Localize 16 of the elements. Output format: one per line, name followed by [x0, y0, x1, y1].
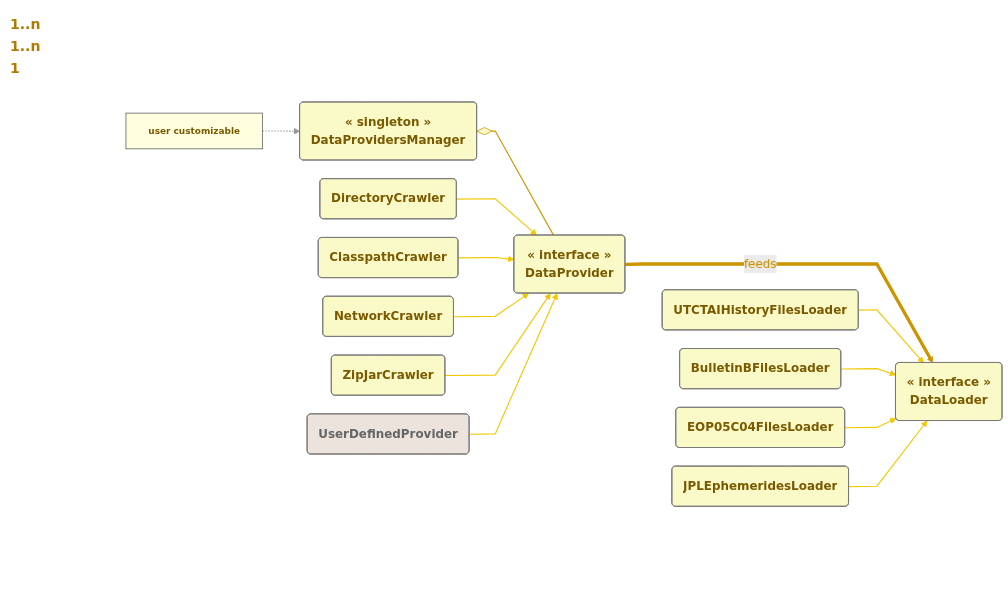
arrow	[444, 293, 551, 376]
node-box: user customizable	[125, 112, 263, 150]
arrow	[848, 420, 928, 487]
arrow	[456, 198, 538, 236]
arrow	[453, 293, 529, 318]
arrow	[858, 309, 924, 363]
arrow	[457, 255, 515, 262]
arrow	[840, 367, 897, 376]
multiplicity-label: 1..n	[10, 38, 42, 54]
edge-label: feeds	[743, 256, 777, 271]
connector	[476, 126, 555, 236]
arrow	[468, 293, 558, 435]
multiplicity-label: 1..n	[10, 16, 42, 32]
multiplicity-label: 1	[10, 60, 21, 76]
arrow	[844, 417, 897, 429]
arrow	[625, 262, 934, 363]
